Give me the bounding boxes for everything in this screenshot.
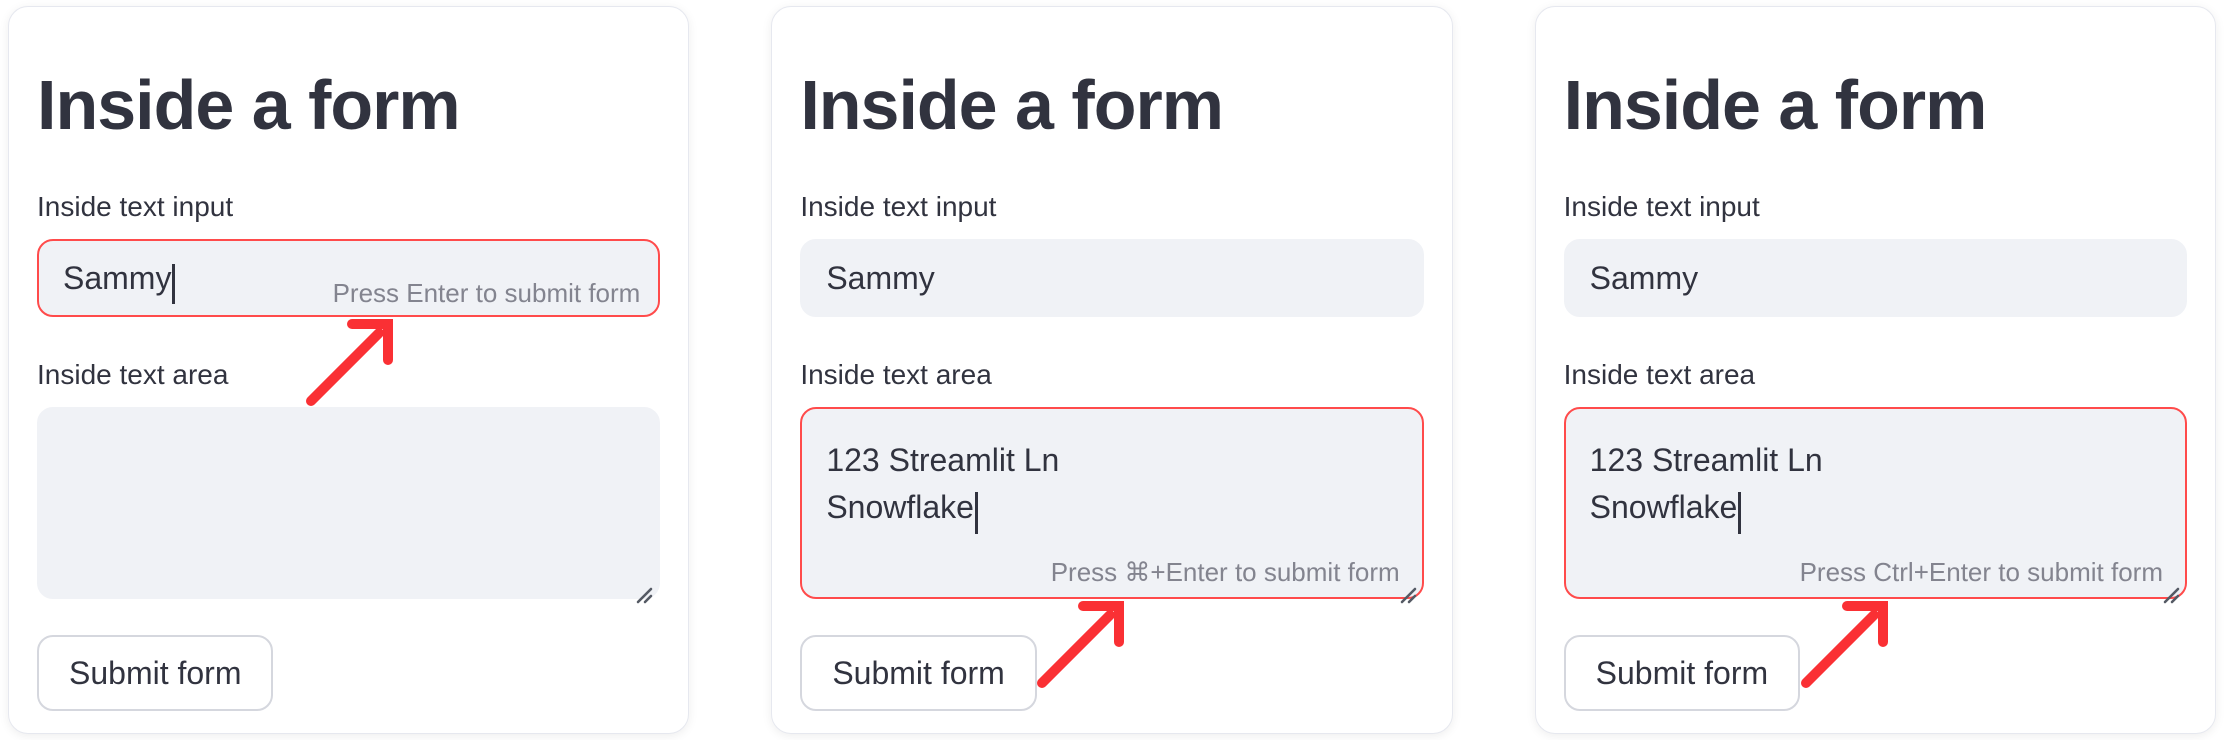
resize-handle-icon[interactable]: [1396, 571, 1418, 604]
text-area[interactable]: 123 Streamlit Ln Snowflake Press Ctrl+En…: [1563, 407, 2187, 604]
submit-hint: Press Ctrl+Enter to submit form: [1799, 557, 2163, 587]
text-cursor: [974, 492, 978, 534]
submit-hint: Press ⌘+Enter to submit form: [1050, 557, 1400, 587]
page-title: Inside a form: [1563, 66, 1988, 144]
text-area-line: Snowflake: [1590, 483, 2161, 534]
page-title: Inside a form: [800, 66, 1224, 144]
resize-handle-icon[interactable]: [2159, 571, 2181, 604]
red-arrow-icon: [1800, 601, 1888, 688]
form-card-1: Inside a form Inside text input Sammy Pr…: [8, 6, 690, 734]
form-card-2: Inside a form Inside text input Sammy In…: [771, 6, 1453, 734]
text-area-field: Inside text area 123 Streamlit Ln Snowfl…: [1563, 357, 2187, 604]
text-input-label: Inside text input: [800, 191, 997, 222]
red-arrow-icon: [1037, 601, 1125, 688]
text-area-line: Snowflake: [826, 483, 1397, 534]
text-cursor: [172, 264, 176, 304]
text-area-label: Inside text area: [37, 359, 229, 390]
text-area-line: 123 Streamlit Ln: [1589, 442, 1823, 478]
submit-form-button[interactable]: Submit form: [800, 635, 1037, 711]
text-area[interactable]: [37, 407, 661, 604]
text-input[interactable]: Sammy: [1563, 239, 2187, 317]
page-title: Inside a form: [37, 66, 461, 144]
text-input-value: Sammy: [1589, 259, 1699, 296]
text-area-label: Inside text area: [800, 359, 992, 390]
text-input[interactable]: Sammy: [800, 239, 1424, 317]
submit-form-button[interactable]: Submit form: [37, 635, 274, 711]
text-input-label: Inside text input: [1563, 191, 1760, 222]
text-area-field: Inside text area: [37, 357, 661, 604]
text-input-field: Inside text input Sammy: [1563, 189, 2187, 317]
submit-form-button[interactable]: Submit form: [1563, 635, 1801, 711]
text-input-field: Inside text input Sammy Press Enter to s…: [37, 189, 661, 317]
text-input-value: Sammy: [826, 259, 935, 296]
form-card-3: Inside a form Inside text input Sammy In…: [1534, 6, 2216, 734]
text-input-value: Sammy: [63, 259, 172, 296]
text-area-label: Inside text area: [1563, 359, 1756, 390]
text-input[interactable]: Sammy Press Enter to submit form: [37, 239, 661, 317]
text-area-line: 123 Streamlit Ln: [826, 442, 1060, 478]
text-input-field: Inside text input Sammy: [800, 189, 1424, 317]
resize-handle-icon[interactable]: [632, 571, 654, 604]
submit-hint: Press Enter to submit form: [332, 278, 641, 308]
text-area-field: Inside text area 123 Streamlit Ln Snowfl…: [800, 357, 1424, 604]
text-area[interactable]: 123 Streamlit Ln Snowflake Press ⌘+Enter…: [800, 407, 1424, 604]
text-input-label: Inside text input: [37, 191, 234, 222]
text-cursor: [1738, 492, 1742, 534]
